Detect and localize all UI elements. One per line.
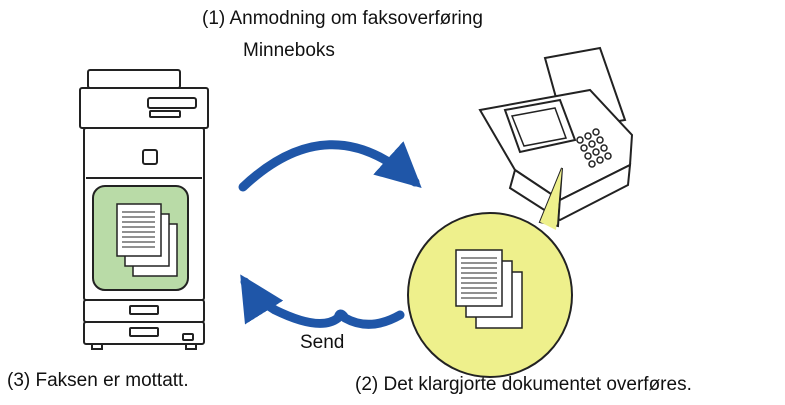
fax-memory-bubble bbox=[407, 167, 573, 378]
step3-label: (3) Faksen er mottatt. bbox=[7, 370, 189, 391]
request-arrow bbox=[238, 140, 422, 192]
send-arrow bbox=[240, 274, 405, 329]
send-label: Send bbox=[300, 332, 345, 353]
step2-label: (2) Det klargjorte dokumentet overføres. bbox=[355, 374, 692, 395]
step1-sublabel: Minneboks bbox=[243, 40, 335, 61]
keypad bbox=[576, 128, 612, 168]
fax-machine-icon bbox=[478, 46, 634, 222]
document-stack-icon bbox=[116, 203, 178, 277]
memory-box bbox=[92, 185, 189, 291]
step1-label: (1) Anmodning om faksoverføring bbox=[202, 8, 483, 29]
document-stack-icon bbox=[455, 249, 523, 329]
